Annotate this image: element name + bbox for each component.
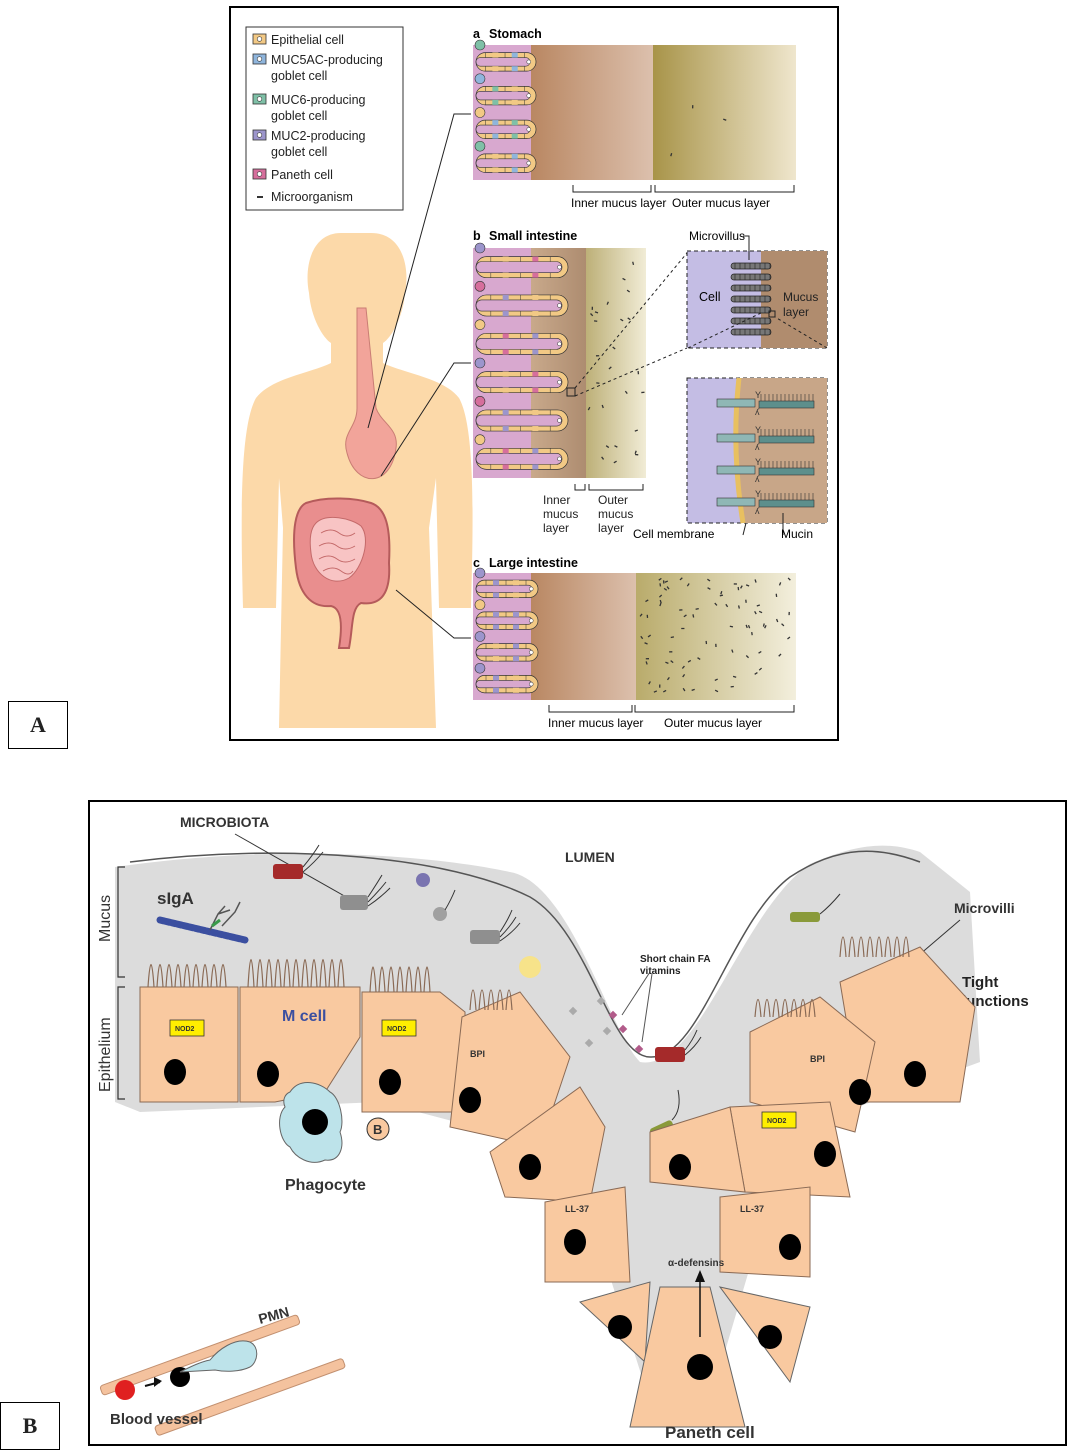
lumen-label: LUMEN [565,849,615,865]
large-outer-label: Outer mucus layer [664,716,762,730]
mucus-side-label: Mucus [97,895,114,942]
stomach-section: a Stomach Inner mucus layer Outer mucus … [473,27,796,210]
nod2-label: NOD2 [767,1118,787,1125]
small-letter: b [473,229,481,243]
paneth-cells [580,1270,810,1427]
legend-swatch-microorganism [257,196,263,198]
panel-a-letter: A [8,701,68,749]
stomach-inner-label: Inner mucus layer [571,196,666,210]
bpi-right-label: BPI [810,1054,825,1064]
svg-text:ʎ: ʎ [755,442,760,452]
blood-vessel-label: Blood vessel [110,1411,203,1428]
legend-label-5: Microorganism [271,190,353,204]
svg-text:ʎ: ʎ [755,407,760,417]
svg-text:ʎ: ʎ [755,506,760,516]
stomach-title: Stomach [489,27,542,41]
panel-b-letter: B [0,1402,60,1450]
microvilli-label: Microvilli [954,900,1015,916]
epithelial-cell-ll37-right [720,1187,810,1277]
scfa-label-0: Short chain FA [640,954,711,965]
svg-text:Y: Y [755,425,761,435]
human-body [242,233,473,728]
ll37-right-label: LL-37 [740,1204,764,1214]
epithelium-side-label: Epithelium [97,1017,114,1092]
legend-label-3: MUC2-producing [271,129,366,143]
zoom-mucus-layer-label-1: layer [783,305,809,319]
small-inner-label-0: Inner [543,493,570,507]
stomach-letter: a [473,27,481,41]
large-title: Large intestine [489,556,578,570]
legend-label-0: Epithelial cell [271,33,344,47]
ll37-left-label: LL-37 [565,1204,589,1214]
small-outer-label-0: Outer [598,493,628,507]
legend-label-2: MUC6-producing [271,93,366,107]
paneth-label: Paneth cell [665,1423,755,1442]
svg-text:ʎ: ʎ [755,474,760,484]
small-title: Small intestine [489,229,577,243]
tight-junctions-label-0: Tight [962,974,998,991]
small-outer-label-1: mucus [598,507,633,521]
stomach-outer-label: Outer mucus layer [672,196,770,210]
scfa-label-1: vitamins [640,966,681,977]
svg-text:Y: Y [755,390,761,400]
zoom-mucus-layer-label-0: Mucus [783,290,818,304]
small-outer-label-2: layer [598,521,624,535]
svg-text:Y: Y [755,457,761,467]
microvillus-label: Microvillus [689,229,745,243]
m-cell-label: M cell [282,1008,326,1025]
large-inner-label: Inner mucus layer [548,716,643,730]
small-inner-label-1: mucus [543,507,578,521]
epithelial-cell-ll37-left [545,1187,630,1282]
body-silhouette [242,233,473,728]
b-cell-label: B [373,1122,382,1137]
bpi-left-label: BPI [470,1049,485,1059]
rbc [115,1380,135,1400]
legend-label-3: goblet cell [271,145,327,159]
cell-membrane-label: Cell membrane [633,527,715,541]
small-inner-label-2: layer [543,521,569,535]
legend-label-1: goblet cell [271,69,327,83]
nod2-label: NOD2 [175,1026,195,1033]
nod2-label: NOD2 [387,1026,407,1033]
legend-label-2: goblet cell [271,109,327,123]
mucin-label: Mucin [781,527,813,541]
epithelial-cell-1 [140,987,238,1102]
legend-label-4: Paneth cell [271,168,333,182]
phagocyte-cell [280,1083,342,1163]
legend-label-1: MUC5AC-producing [271,53,383,67]
svg-text:Y: Y [755,489,761,499]
phagocyte-label: Phagocyte [285,1177,366,1194]
microbiota-label: MICROBIOTA [180,814,269,830]
panel-b-diagram: Mucus Epithelium MICROBIOTA LUMEN sIgA M… [90,802,1065,1444]
epithelial-cell-3 [362,992,465,1112]
panel-b-frame: Mucus Epithelium MICROBIOTA LUMEN sIgA M… [88,800,1067,1446]
large-intestine-section: c Large intestine Inner mucus layer Oute… [473,556,796,730]
cell-label: Cell [699,290,721,304]
defensins-label: α-defensins [668,1258,725,1269]
siga-label: sIgA [157,889,194,908]
